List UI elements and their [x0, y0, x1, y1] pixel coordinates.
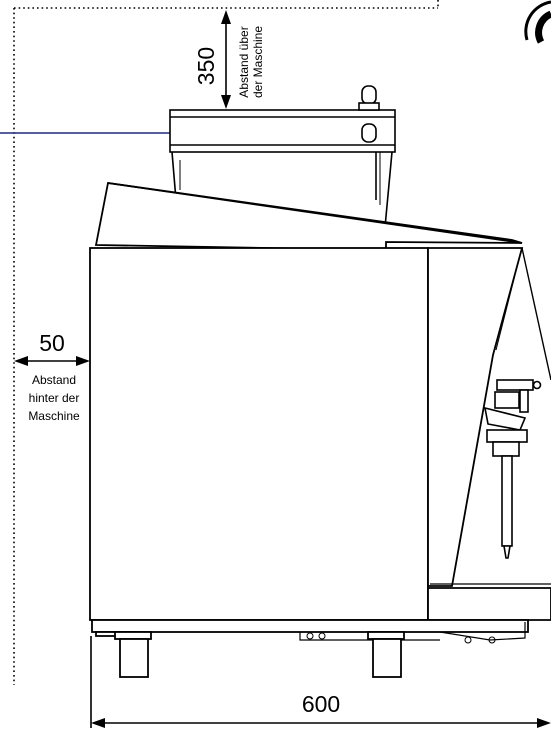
base-plate: [91, 619, 529, 633]
side-panel: [89, 247, 429, 621]
machine-body: [89, 247, 551, 644]
clearance-boundaries: [13, 0, 439, 685]
back-clearance-caption-line3: Maschine: [28, 409, 80, 423]
width-dimension: [90, 636, 551, 728]
coffee-outlet: [483, 379, 542, 559]
drip-tray: [427, 587, 551, 621]
back-clearance-caption-line2: hinter der: [29, 391, 80, 405]
machine-feet: [114, 631, 405, 678]
top-clearance-dimension: [221, 10, 231, 109]
top-lid: [94, 181, 523, 251]
back-clearance-value: 50: [39, 330, 65, 356]
back-clearance-caption-line1: Abstand: [32, 373, 76, 387]
back-clearance-dimension: [14, 356, 90, 366]
top-clearance-value: 350: [193, 47, 219, 85]
top-clearance-caption-line2: der Maschine: [251, 26, 265, 98]
logo-circle-icon: [524, 0, 551, 44]
width-value: 600: [302, 691, 340, 717]
top-clearance-caption-line1: Abstand über: [237, 26, 251, 97]
front-housing: [427, 247, 524, 587]
